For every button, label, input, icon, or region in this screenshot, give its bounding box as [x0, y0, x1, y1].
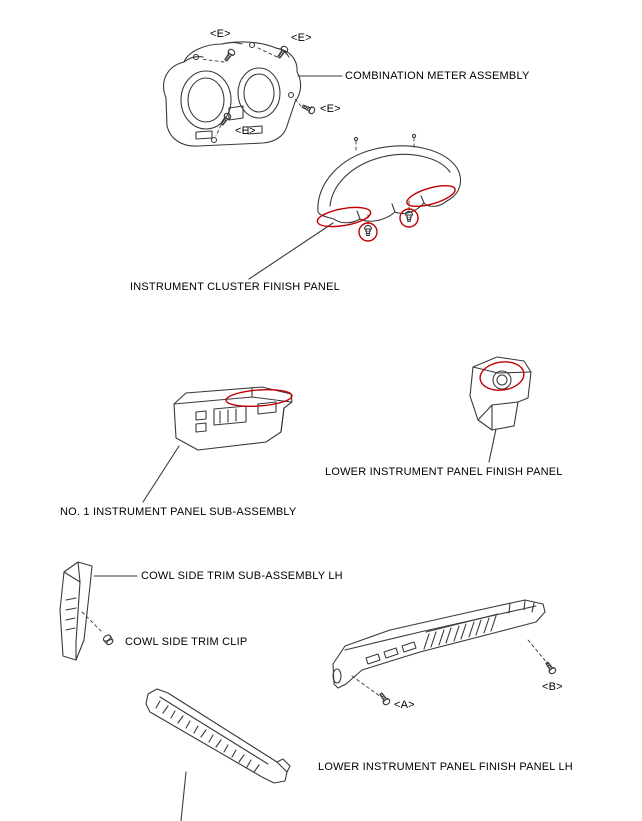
label-cowl-side-trim-sub-assembly-lh: COWL SIDE TRIM SUB-ASSEMBLY LH: [141, 570, 343, 582]
combination-meter-drawing: [163, 41, 302, 147]
cowl-side-trim-clip-drawing: [101, 633, 115, 647]
leader-lower-finish-panel: [488, 428, 497, 463]
leader-cowl-clip: [81, 611, 103, 633]
highlight-no1-panel-tab: [225, 388, 293, 408]
label-no1-instrument-panel-sub-assembly: NO. 1 INSTRUMENT PANEL SUB-ASSEMBLY: [60, 506, 297, 518]
cowl-side-trim-drawing: [59, 561, 93, 661]
meter-screw-leader-lines: [200, 46, 302, 137]
leader-no1-panel: [142, 445, 180, 503]
meter-screw-e3: [300, 102, 317, 116]
lh-lower-panel-drawing: [332, 599, 546, 689]
cluster-finish-panel-drawing: [317, 133, 462, 224]
meter-screw-e1: [222, 47, 237, 63]
scuff-plate-drawing: [145, 688, 291, 784]
label-fastener-a: <A>: [394, 699, 415, 711]
highlight-clip-2: [399, 208, 419, 228]
highlight-clip-1: [358, 222, 378, 242]
label-fastener-e-1: <E>: [210, 28, 231, 40]
highlight-lower-panel-grommet: [479, 361, 525, 391]
lower-finish-panel-drawing: [469, 356, 532, 431]
panel-clip-1: [363, 224, 373, 237]
leader-cluster-finish-panel: [248, 222, 334, 280]
label-lower-instrument-panel-finish-panel: LOWER INSTRUMENT PANEL FINISH PANEL: [325, 466, 563, 478]
panel-pin-leader-lines: [355, 137, 415, 225]
label-fastener-e-2: <E>: [291, 32, 312, 44]
label-instrument-cluster-finish-panel: INSTRUMENT CLUSTER FINISH PANEL: [130, 281, 340, 293]
label-lower-instrument-panel-finish-panel-lh: LOWER INSTRUMENT PANEL FINISH PANEL LH: [318, 761, 573, 773]
meter-screw-e2: [275, 44, 290, 60]
label-combination-meter-assembly: COMBINATION METER ASSEMBLY: [345, 70, 530, 82]
lh-panel-screw-leaders: [351, 639, 549, 698]
highlight-panel-left-tab: [316, 206, 372, 228]
leader-scuff-plate: [180, 771, 187, 821]
screw-b: [543, 660, 558, 676]
label-fastener-e-4: <E>: [235, 125, 256, 137]
label-fastener-e-3: <E>: [320, 103, 341, 115]
meter-screw-e4: [218, 111, 233, 127]
no1-panel-drawing: [173, 386, 293, 451]
screw-a: [377, 691, 392, 707]
highlight-panel-right-tab: [406, 184, 456, 208]
line-art-layer: [59, 41, 558, 821]
label-cowl-side-trim-clip: COWL SIDE TRIM CLIP: [125, 636, 248, 648]
label-fastener-b: <B>: [542, 681, 563, 693]
highlight-layer: [225, 184, 525, 408]
